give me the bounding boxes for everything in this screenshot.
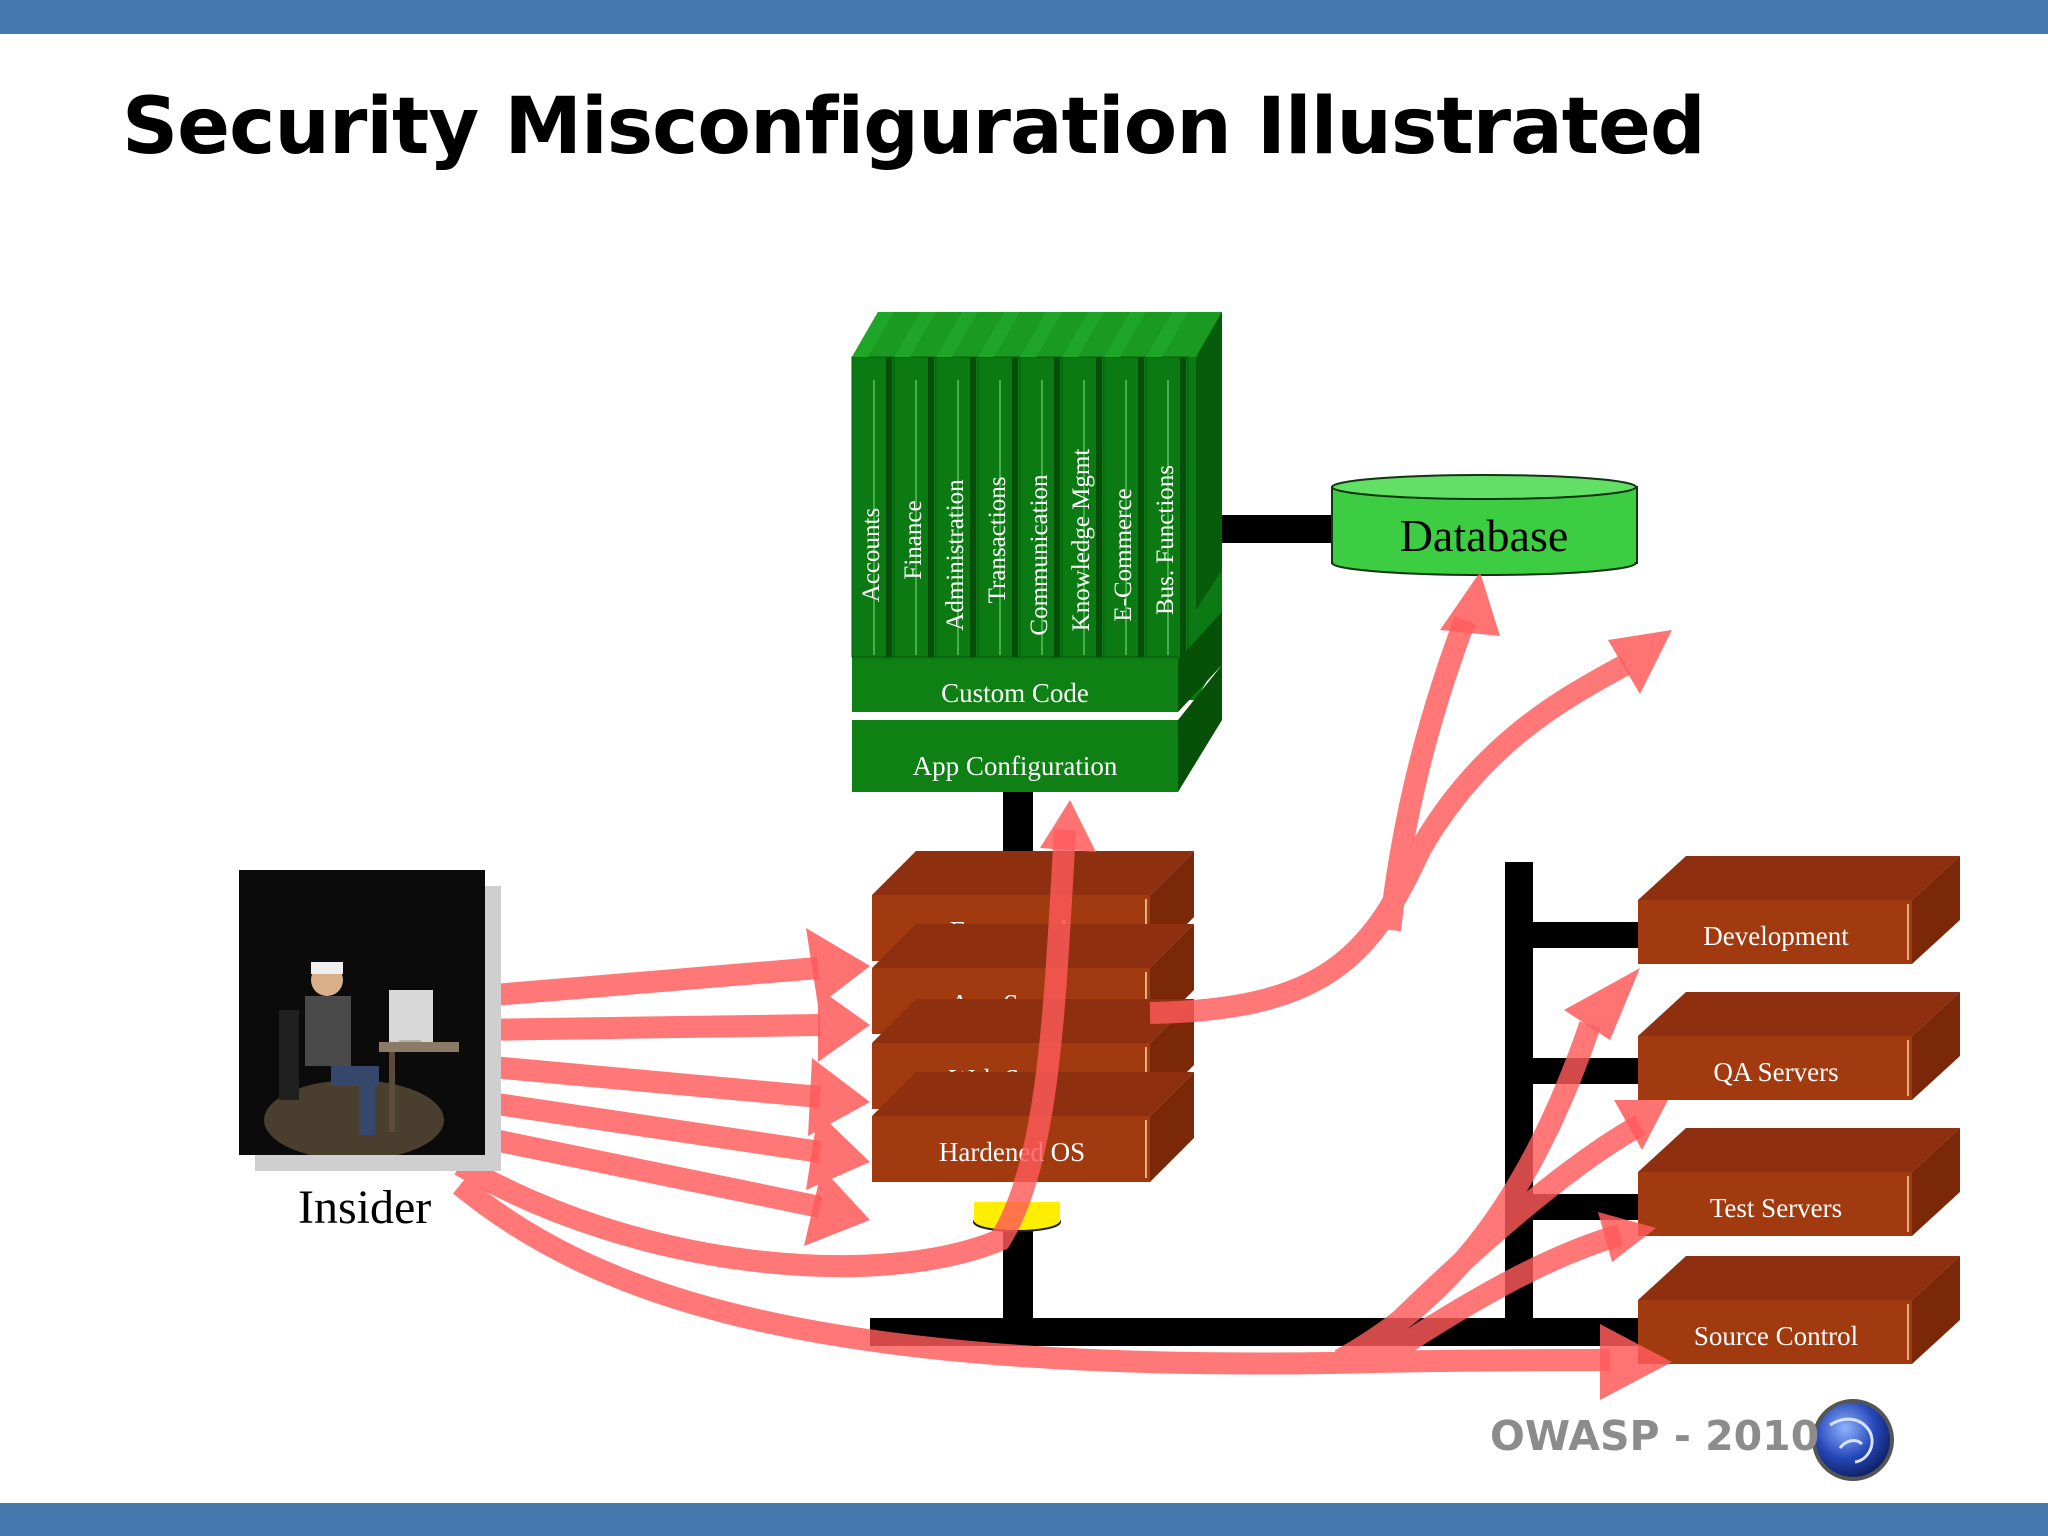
database: Database [1331, 474, 1638, 576]
layer-label-app-configuration: App Configuration [913, 751, 1118, 781]
environment-label: QA Servers [1713, 1057, 1838, 1087]
module-column: Accounts [851, 312, 895, 658]
app-configuration-layer: App Configuration [852, 665, 1222, 792]
module-column: Administration [935, 312, 979, 658]
module-label: Transactions [984, 477, 1011, 604]
environment-label: Source Control [1694, 1321, 1858, 1351]
insider-label: Insider [298, 1181, 432, 1234]
server-layer-label: Hardened OS [939, 1137, 1085, 1167]
slide-title: Security Misconfiguration Illustrated [122, 82, 1706, 172]
module-label: Administration [942, 479, 969, 631]
database-label: Database [1400, 510, 1569, 561]
owasp-globe-logo [1812, 1399, 1894, 1481]
footer-brand: OWASP - 2010 [1490, 1412, 1820, 1460]
custom-code-layer: Custom Code [852, 612, 1222, 712]
environment-server: Source Control [1638, 1256, 1960, 1364]
environment-server: QA Servers [1638, 992, 1960, 1100]
environment-server: Test Servers [1638, 1128, 1960, 1236]
module-column: Bus. Functions [1145, 312, 1189, 658]
module-label: Accounts [858, 508, 885, 602]
module-label: Finance [900, 500, 927, 579]
module-columns: Accounts Finance Administration Transaction… [851, 312, 1189, 658]
module-column: Knowledge Mgmt [1061, 312, 1105, 658]
insider-photo [239, 870, 485, 1155]
environment-label: Development [1703, 921, 1849, 951]
module-column: Transactions [977, 312, 1021, 658]
attack-arrows [453, 616, 1646, 1375]
top-banner [0, 0, 2048, 34]
module-column: Communication [1019, 312, 1063, 658]
module-label: Communication [1026, 474, 1053, 636]
arrow-heads [804, 572, 1672, 1400]
environment-server: Development [1638, 856, 1960, 964]
layer-label-custom-code: Custom Code [941, 678, 1089, 708]
module-column: Finance [893, 312, 937, 658]
module-column: E-Commerce [1103, 312, 1147, 658]
module-label: Knowledge Mgmt [1068, 449, 1095, 632]
module-label: E-Commerce [1110, 488, 1137, 621]
module-label: Bus. Functions [1152, 465, 1179, 615]
bottom-banner [0, 1503, 2048, 1536]
environment-label: Test Servers [1710, 1193, 1842, 1223]
